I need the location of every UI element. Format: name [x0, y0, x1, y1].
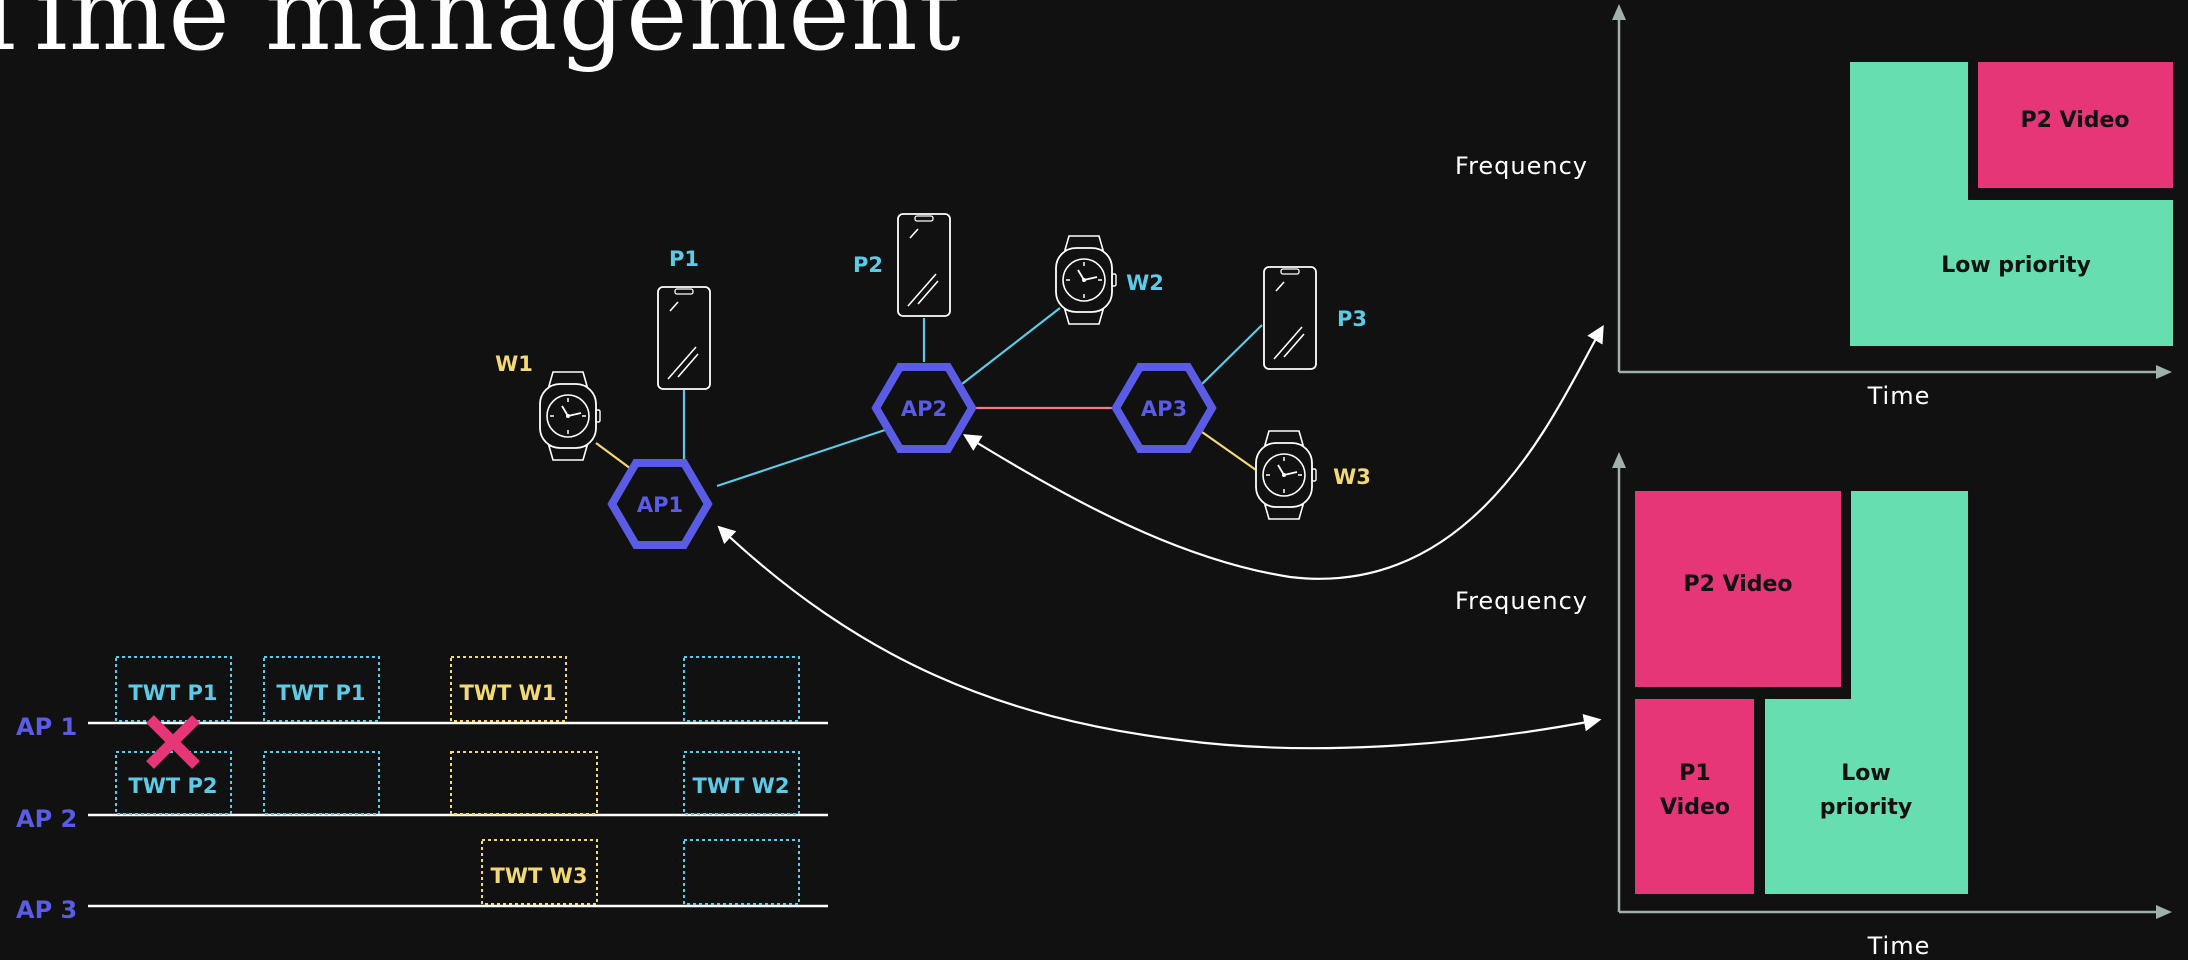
block-label: P1 [1679, 761, 1710, 786]
twt-slot [450, 656, 567, 722]
twt-slot [450, 751, 598, 815]
twt-slot [481, 839, 598, 905]
access-point-ap3: AP3 [1111, 363, 1217, 453]
device-label-p3: P3 [1337, 307, 1367, 331]
device-label-w3: W3 [1333, 465, 1371, 489]
twt-slot [263, 656, 380, 722]
twt-slot-label: TWT W1 [460, 681, 557, 705]
watch-icon [1055, 235, 1117, 325]
phone-icon [1263, 266, 1317, 370]
twt-slot-label: TWT W3 [491, 864, 588, 888]
device-label-p2: P2 [853, 253, 883, 277]
svg-text:AP3: AP3 [1141, 397, 1187, 421]
twt-slot-label: TWT P1 [276, 681, 365, 705]
device-label-w2: W2 [1126, 271, 1164, 295]
block-label: priority [1820, 795, 1913, 820]
link-ap1-ap2 [716, 428, 886, 488]
slide-title: Time management [0, 0, 962, 74]
twt-slot [683, 839, 800, 905]
svg-text:AP2: AP2 [901, 397, 947, 421]
access-point-ap2: AP2 [871, 363, 977, 453]
block-low-priority [1765, 491, 1968, 894]
conflict-x-icon [146, 715, 200, 769]
chart-top: Frequency Time P2 Video Low priority [1455, 4, 2173, 410]
link-ap3-p3 [1201, 324, 1263, 385]
svg-text:AP1: AP1 [637, 493, 683, 517]
block-p1-video [1635, 699, 1754, 894]
twt-slot-label: TWT P1 [128, 681, 217, 705]
arrow-ap1-to-bottom-chart [717, 525, 1602, 750]
phone-icon [897, 213, 951, 317]
block-label: P2 Video [2020, 108, 2129, 133]
block-low-priority [1850, 62, 2173, 346]
twt-slot [683, 751, 800, 815]
block-p2-video [1635, 491, 1841, 687]
watch-icon [539, 371, 601, 461]
device-label-p1: P1 [669, 247, 699, 271]
y-axis-label: Frequency [1455, 152, 1588, 180]
device-label-w1: W1 [495, 352, 533, 376]
phone-icon [657, 286, 711, 390]
twt-slot [263, 751, 380, 815]
x-axis-label: Time [1867, 382, 1931, 410]
link-ap3-w3 [1201, 431, 1257, 471]
y-axis-label: Frequency [1455, 587, 1588, 615]
watch-icon [1255, 430, 1317, 520]
block-label: Video [1660, 795, 1730, 820]
x-axis-label: Time [1867, 932, 1931, 960]
twt-slot-label: TWT W2 [693, 774, 790, 798]
twt-slot [115, 656, 232, 722]
block-label: Low [1841, 761, 1890, 786]
link-ap2-w2 [961, 307, 1061, 385]
twt-slot [115, 751, 232, 815]
row-label-ap3: AP 3 [16, 896, 77, 924]
twt-schedule: AP 1 AP 2 AP 3 TWT P1 TWT P1 TWT W1 TWT … [16, 656, 828, 924]
row-label-ap2: AP 2 [16, 805, 77, 833]
twt-slot-label: TWT P2 [128, 774, 217, 798]
block-label: Low priority [1941, 253, 2091, 278]
chart-bottom: Frequency Time P2 Video P1 Video Low pri… [1455, 452, 2172, 960]
block-label: P2 Video [1683, 572, 1792, 597]
access-point-ap1: AP1 [607, 459, 713, 549]
row-label-ap1: AP 1 [16, 713, 77, 741]
block-p2-video [1978, 62, 2173, 188]
twt-slot [683, 656, 800, 722]
